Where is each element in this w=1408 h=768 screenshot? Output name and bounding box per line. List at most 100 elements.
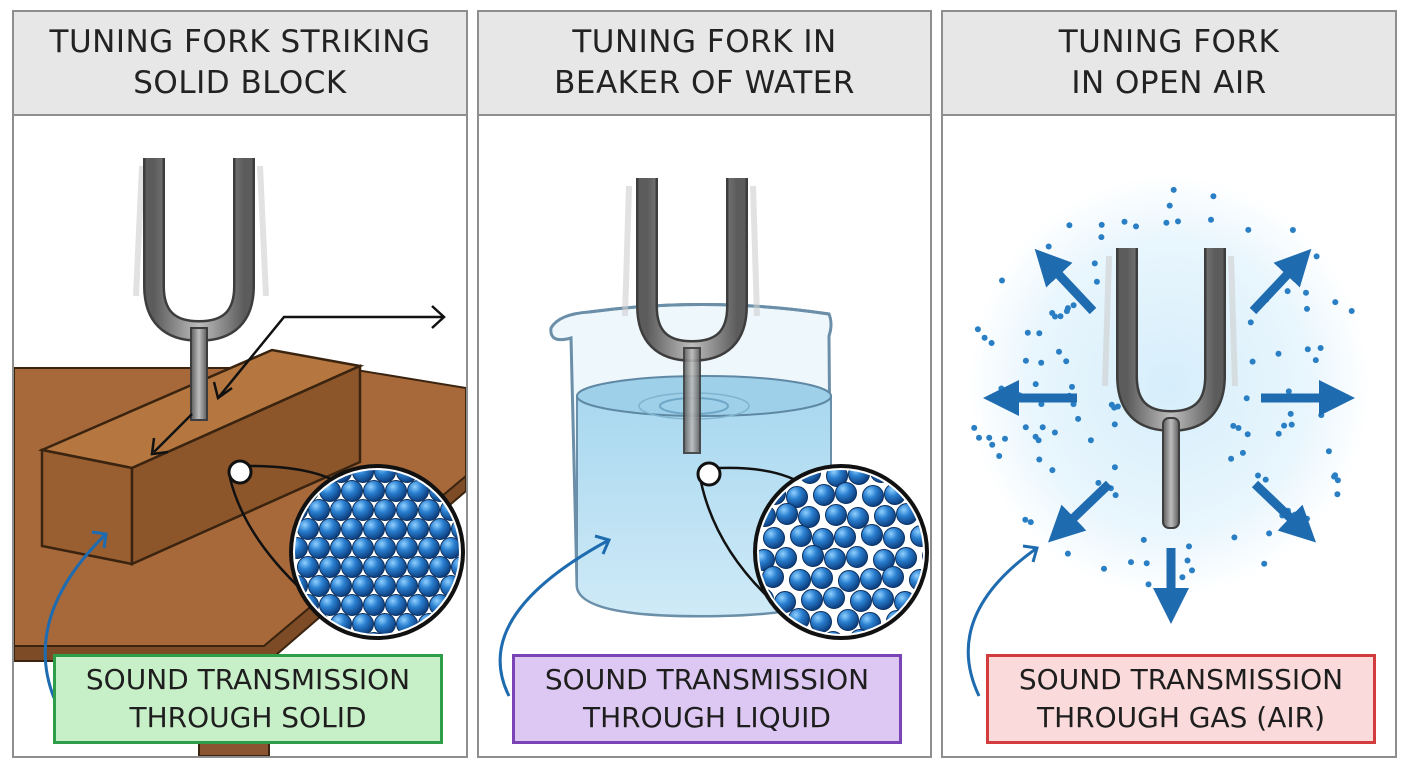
particle — [341, 518, 363, 540]
particle — [826, 470, 848, 487]
air-particle — [1024, 329, 1031, 336]
particle — [873, 549, 895, 571]
air-particle — [1179, 574, 1186, 581]
panel-gas-title-line1: TUNING FORK — [1058, 24, 1280, 60]
particle — [385, 556, 407, 578]
particle — [463, 500, 467, 521]
air-particle — [1230, 422, 1237, 429]
particle — [451, 594, 459, 616]
air-particle — [1111, 421, 1118, 428]
particle — [297, 632, 319, 634]
panel-solid-header: TUNING FORK STRIKING SOLID BLOCK — [14, 12, 466, 116]
particle — [786, 486, 808, 508]
air-particle — [1091, 260, 1098, 267]
air-particle — [1070, 302, 1077, 309]
air-particle — [1063, 308, 1070, 315]
air-particle — [1121, 218, 1128, 225]
label-gas: SOUND TRANSMISSION THROUGH GAS (AIR) — [986, 654, 1376, 744]
air-particle — [1325, 448, 1332, 455]
particle — [919, 470, 923, 484]
air-particle — [976, 434, 982, 441]
particle — [374, 613, 396, 634]
particle — [921, 589, 923, 611]
air-particle — [1228, 455, 1235, 462]
air-particle — [1051, 429, 1058, 436]
air-particle — [1101, 565, 1107, 572]
air-particle — [1070, 401, 1077, 408]
air-particle — [1087, 437, 1094, 444]
particle — [835, 482, 857, 504]
particle — [363, 518, 385, 540]
particle — [778, 630, 800, 634]
air-particle — [1334, 477, 1341, 484]
panel-liquid-title-line1: TUNING FORK IN — [572, 24, 837, 60]
air-particle — [1304, 305, 1310, 312]
particle — [920, 633, 923, 634]
tuning-fork-liquid — [622, 178, 760, 454]
particle — [790, 525, 812, 547]
particle — [297, 556, 319, 578]
air-particle — [1049, 310, 1056, 316]
particle — [897, 470, 919, 486]
particle — [763, 527, 785, 549]
air-particle — [1095, 479, 1102, 486]
air-particle — [1334, 491, 1341, 498]
particle — [882, 566, 904, 588]
air-particle — [1312, 357, 1319, 364]
particle — [418, 499, 440, 521]
particle — [440, 537, 459, 559]
air-particle — [986, 434, 993, 441]
air-particle — [1057, 313, 1064, 320]
air-particle — [1056, 348, 1062, 355]
label-gas-line2: THROUGH GAS (AIR) — [1036, 701, 1326, 734]
particle — [813, 484, 835, 506]
particle — [319, 556, 341, 578]
particle — [872, 588, 894, 610]
particle — [396, 499, 418, 521]
air-particle — [1022, 357, 1029, 364]
air-particle — [1235, 425, 1242, 431]
particle — [352, 575, 374, 597]
label-liquid: SOUND TRANSMISSION THROUGH LIQUID — [512, 654, 902, 744]
air-particle — [1069, 383, 1075, 390]
particle — [319, 518, 341, 540]
air-particle — [1262, 476, 1269, 483]
air-particle — [1249, 358, 1256, 365]
air-particle — [1111, 464, 1118, 471]
air-particle — [1247, 319, 1254, 326]
panel-liquid-title-line2: BEAKER OF WATER — [554, 65, 855, 101]
air-particle — [1303, 289, 1309, 296]
air-particle — [1332, 472, 1339, 479]
air-particle — [1032, 381, 1039, 388]
air-particle — [999, 277, 1005, 284]
particle — [363, 594, 385, 616]
panel-liquid-header: TUNING FORK IN BEAKER OF WATER — [479, 12, 930, 116]
particle — [396, 537, 418, 559]
panel-gas-header: TUNING FORK IN OPEN AIR — [943, 12, 1395, 116]
air-particle — [1318, 412, 1325, 419]
particle — [463, 614, 467, 635]
particle — [908, 608, 923, 630]
sound-wave-arrows — [983, 248, 1355, 624]
air-particle — [1166, 202, 1173, 209]
air-particle — [1163, 219, 1170, 226]
particle — [330, 537, 352, 559]
panel-solid: TUNING FORK STRIKING SOLID BLOCK — [12, 10, 468, 758]
particle — [308, 537, 330, 559]
particle — [363, 556, 385, 578]
particle — [861, 524, 883, 546]
air-particle — [1208, 216, 1214, 223]
particle — [798, 506, 820, 528]
label-liquid-line2: THROUGH LIQUID — [582, 701, 831, 734]
air-particle — [1066, 222, 1073, 229]
label-gas-line1: SOUND TRANSMISSION — [1018, 663, 1344, 696]
air-particle — [1002, 435, 1008, 442]
particle — [812, 528, 834, 550]
air-particle — [1098, 221, 1105, 228]
air-particle — [1186, 543, 1192, 550]
particle — [847, 507, 869, 529]
label-solid: SOUND TRANSMISSION THROUGH SOLID — [53, 654, 443, 744]
particle — [860, 568, 882, 590]
particle — [407, 556, 429, 578]
particle — [801, 589, 823, 611]
